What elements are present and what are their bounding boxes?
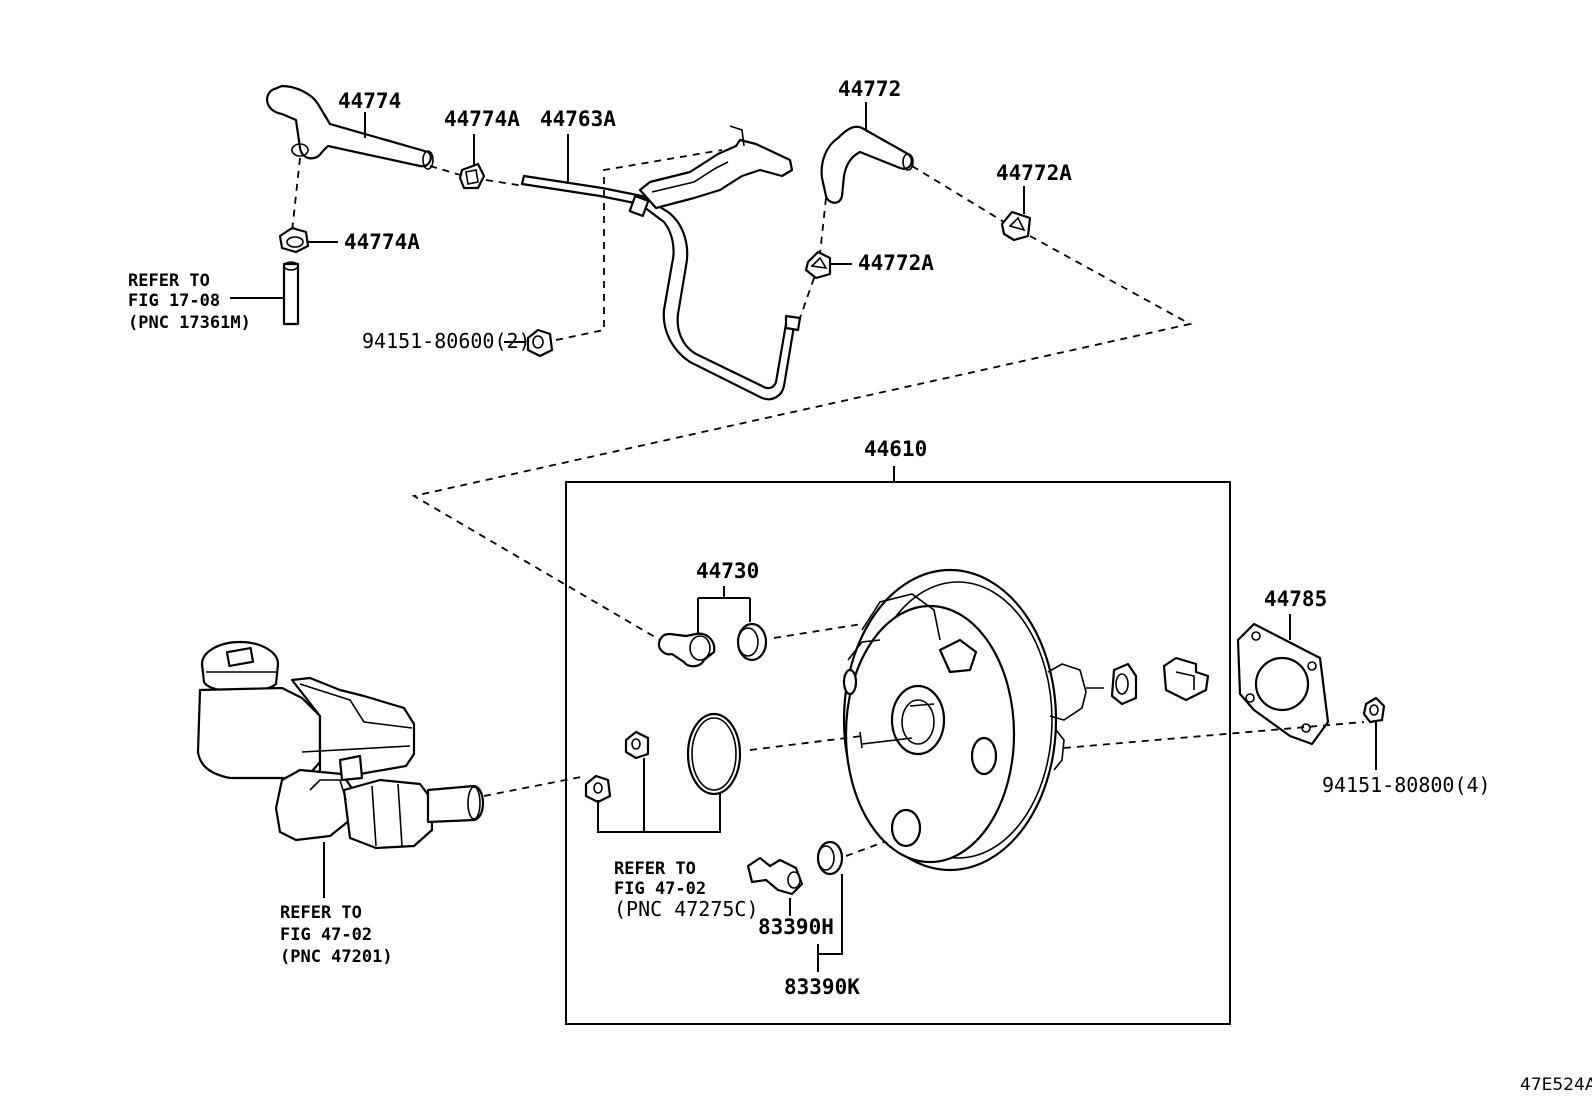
label-44763A: 44763A bbox=[540, 107, 616, 131]
brake-master-cylinder bbox=[196, 640, 485, 850]
nut-upper bbox=[624, 730, 650, 760]
label-44730: 44730 bbox=[696, 559, 759, 583]
refer-fig-47-02-a-line1: REFER TO bbox=[614, 859, 696, 879]
nut-94151-80600 bbox=[526, 328, 554, 358]
label-44774A-top: 44774A bbox=[444, 107, 520, 131]
refer-fig-17-08-line2: FIG 17-08 bbox=[128, 291, 220, 311]
clip-44772A-mid bbox=[804, 250, 832, 280]
refer-fig-47-02-b-line3: (PNC 47201) bbox=[280, 947, 393, 967]
label-44772: 44772 bbox=[838, 77, 901, 101]
label-94151-80600: 94151-80600(2) bbox=[362, 329, 531, 353]
diagram-id: 47E524A bbox=[1520, 1075, 1592, 1095]
seal-ring bbox=[686, 712, 742, 796]
label-44774: 44774 bbox=[338, 89, 401, 113]
clip-44774A-top bbox=[458, 162, 486, 190]
check-valve-44730 bbox=[657, 632, 716, 668]
label-83390H: 83390H bbox=[758, 915, 834, 939]
booster-clevis bbox=[1162, 656, 1210, 702]
label-44610: 44610 bbox=[864, 437, 927, 461]
label-44774A-left: 44774A bbox=[344, 230, 420, 254]
nut-lower bbox=[584, 774, 612, 804]
label-83390K: 83390K bbox=[784, 975, 860, 999]
sensor-83390H bbox=[746, 856, 804, 896]
label-44785: 44785 bbox=[1264, 587, 1327, 611]
cap-83390K bbox=[816, 840, 844, 876]
label-94151-80800: 94151-80800(4) bbox=[1322, 773, 1491, 797]
booster-spacer bbox=[1110, 662, 1138, 706]
grommet-44730 bbox=[736, 622, 768, 662]
pipe-44763A bbox=[520, 125, 802, 401]
clip-44772A-right bbox=[1000, 210, 1032, 242]
clip-44774A-left bbox=[278, 226, 310, 254]
booster-assembly-box bbox=[565, 481, 1231, 1025]
refer-fig-47-02-b-line1: REFER TO bbox=[280, 903, 362, 923]
gasket-44785 bbox=[1236, 622, 1330, 746]
label-44772A-mid: 44772A bbox=[858, 251, 934, 275]
hose-44772 bbox=[820, 125, 914, 204]
hose-connector-17-08 bbox=[282, 261, 300, 326]
refer-fig-47-02-a-line2: FIG 47-02 bbox=[614, 879, 706, 899]
label-44772A-right: 44772A bbox=[996, 161, 1072, 185]
refer-fig-47-02-a-line3: (PNC 47275C) bbox=[614, 897, 759, 921]
refer-fig-47-02-b-line2: FIG 47-02 bbox=[280, 925, 372, 945]
nut-94151-80800 bbox=[1362, 696, 1386, 724]
brake-booster-body bbox=[842, 568, 1104, 872]
refer-fig-17-08-line1: REFER TO bbox=[128, 271, 210, 291]
refer-fig-17-08-line3: (PNC 17361M) bbox=[128, 313, 251, 333]
hose-44774 bbox=[265, 84, 434, 170]
